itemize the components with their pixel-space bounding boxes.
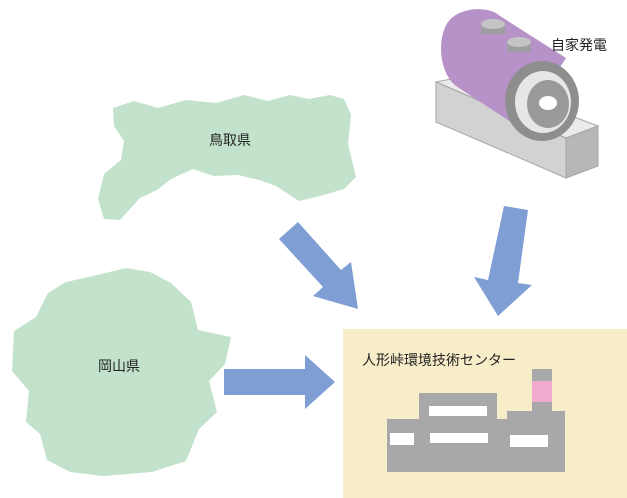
generator-base-right [565, 125, 599, 179]
arrow-tottori-to-center [279, 222, 358, 309]
tottori-label: 鳥取県 [209, 133, 251, 149]
tottori-region: 鳥取県 [98, 95, 356, 220]
building-main [387, 419, 513, 472]
generator-pipes [481, 19, 531, 52]
center-panel: 人形峠環境技術センター [343, 329, 627, 498]
chimney-band [532, 381, 552, 402]
center-label: 人形峠環境技術センター [362, 353, 516, 369]
okayama-region: 岡山県 [12, 268, 231, 476]
arrows [224, 206, 532, 409]
generator-end-cap [505, 61, 579, 141]
arrow-okayama-to-center [224, 355, 335, 409]
arrow-generator-to-center [474, 206, 532, 316]
window [429, 406, 487, 416]
okayama-shape [12, 268, 231, 476]
generator-icon: 自家発電 [434, 9, 607, 179]
window [390, 433, 414, 445]
tottori-shape [98, 95, 356, 220]
factory-building-icon [387, 369, 565, 472]
window [430, 433, 488, 443]
generator-label: 自家発電 [551, 37, 607, 54]
window [510, 435, 548, 447]
okayama-label: 岡山県 [98, 359, 140, 375]
